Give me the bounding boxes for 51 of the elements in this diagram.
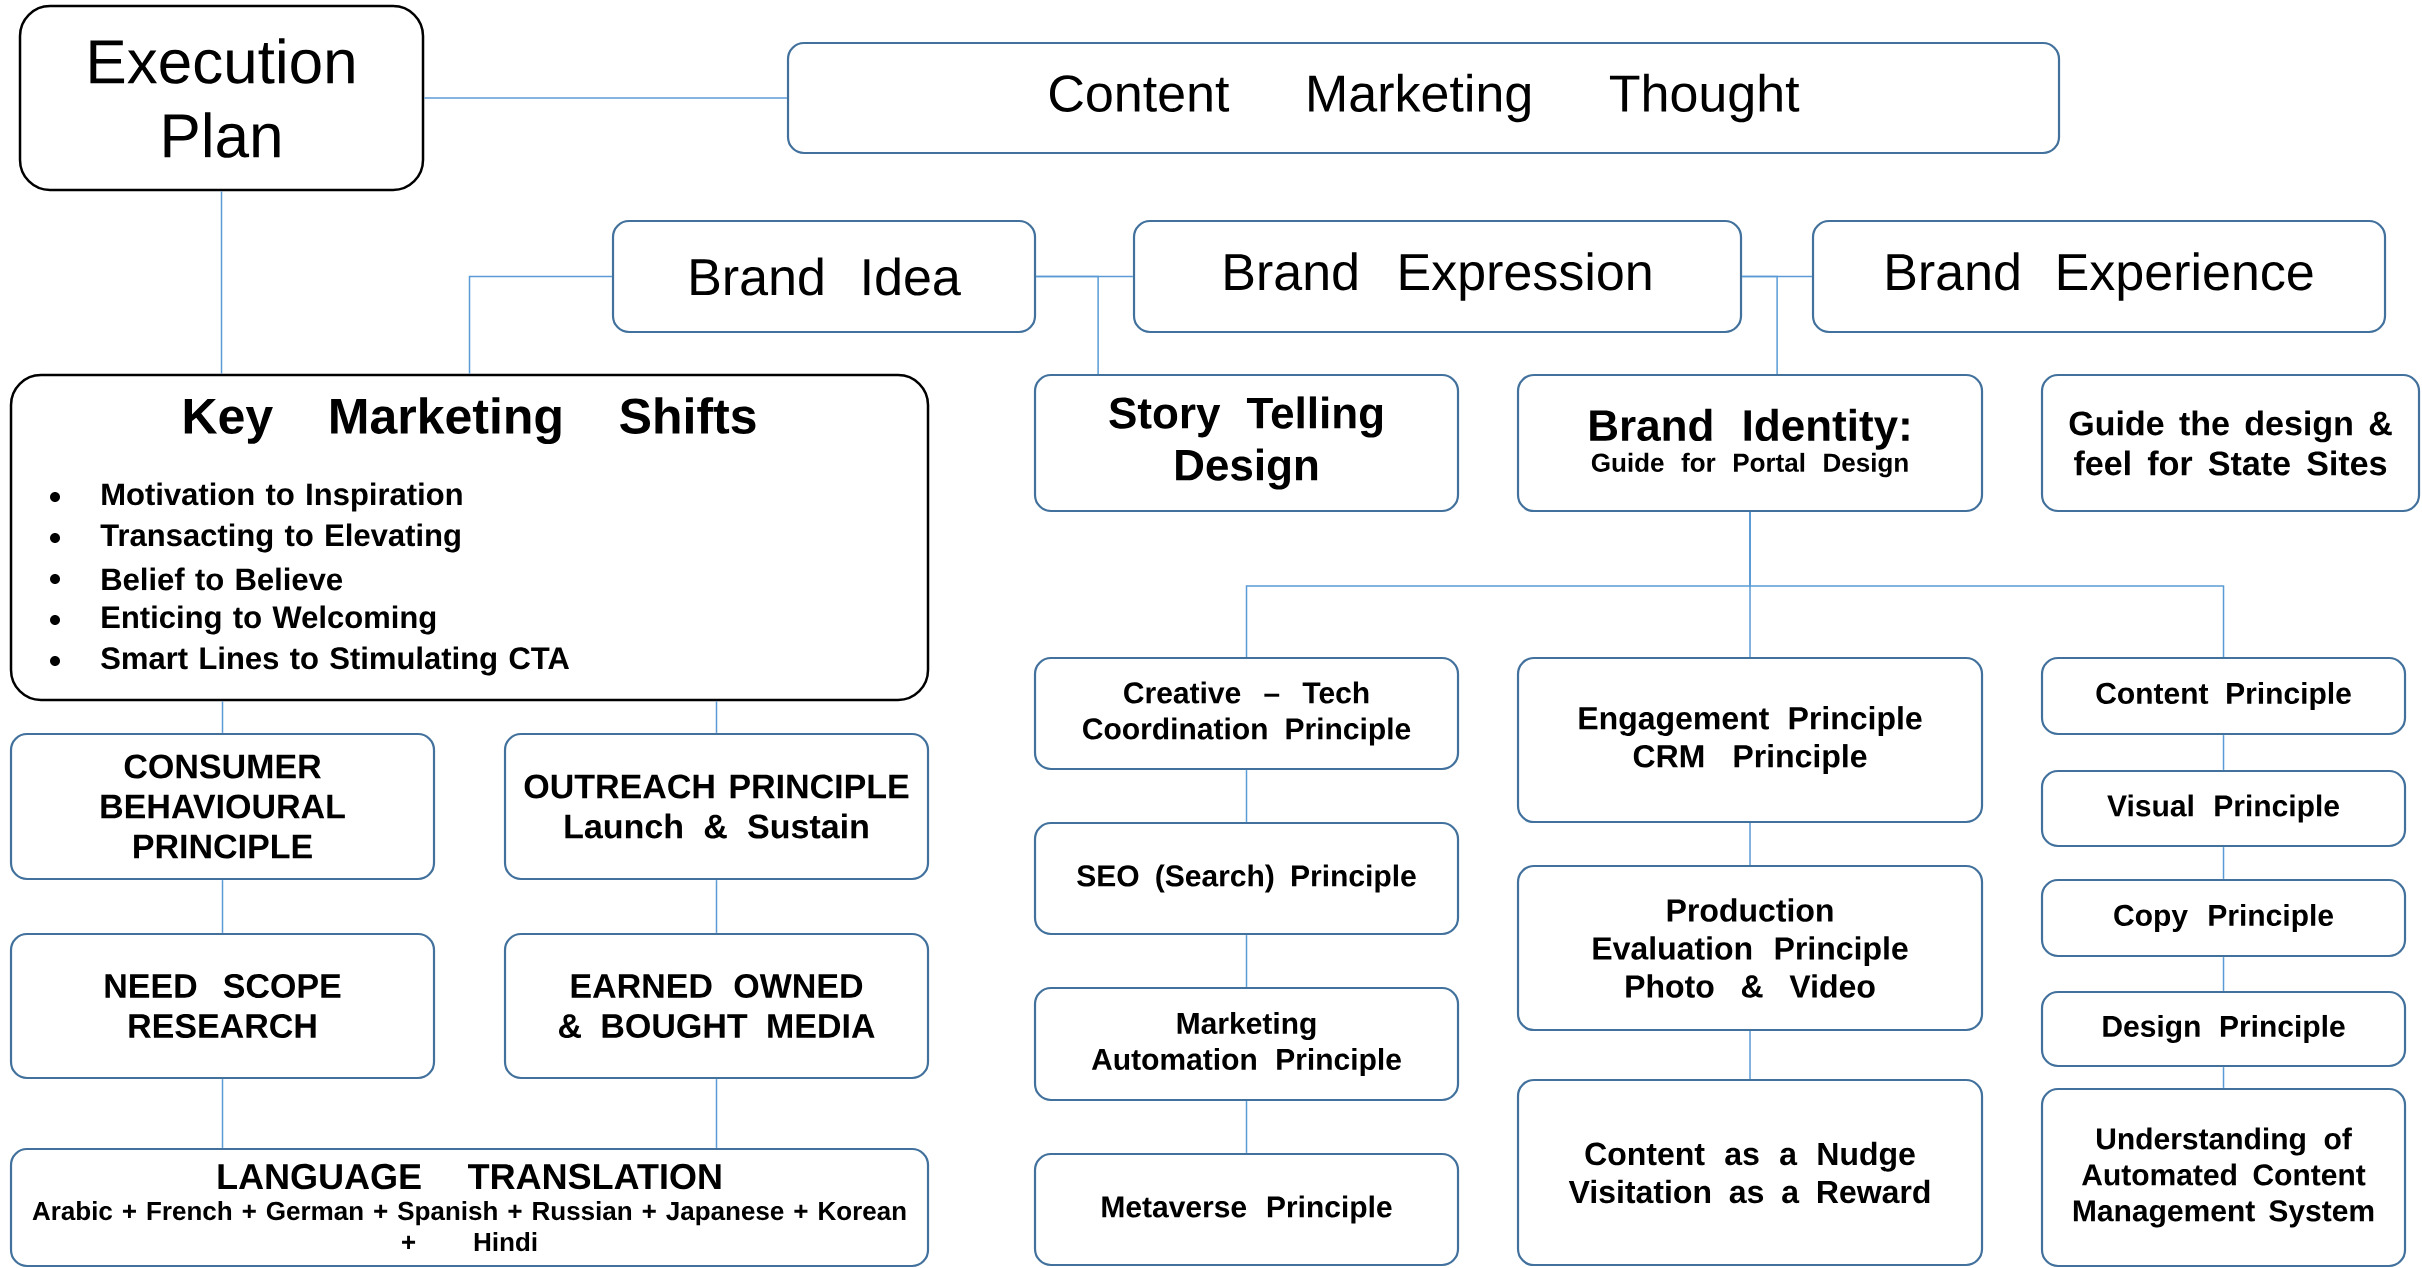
bullet-item: Motivation to Inspiration — [50, 482, 462, 512]
rounded-box: SEO (Search) Principle — [1033, 821, 1460, 936]
connector-line — [1245, 934, 1248, 988]
bullet-item: Belief to Believe — [50, 567, 343, 591]
connector-line — [2222, 734, 2225, 771]
rounded-box: Story Telling Design — [1033, 373, 1460, 513]
connector-line — [1245, 1100, 1248, 1154]
connector-line — [1749, 1030, 1751, 1080]
rounded-box: CONSUMER BEHAVIOURAL PRINCIPLE — [9, 732, 436, 881]
rounded-box: Guide the design & feel for State Sites — [2040, 373, 2421, 513]
connector-line — [715, 700, 718, 734]
connector-line — [221, 879, 224, 934]
connector-line — [1749, 822, 1751, 866]
rounded-box: LANGUAGE TRANSLATION Arabic + French + German + Spanish + Russian + Japanese + Korean + Hindi — [9, 1147, 930, 1268]
rounded-box: Brand Idea — [611, 219, 1037, 334]
rounded-box: Production Evaluation Principle Photo & Video — [1516, 864, 1984, 1032]
rounded-box: Marketing Automation Principle — [1033, 986, 1460, 1102]
bullet-item: Transacting to Elevating — [50, 523, 460, 553]
rounded-box: Content Marketing Thought — [786, 41, 2061, 155]
rounded-box: Content Principle — [2040, 656, 2407, 736]
rounded-box: Visual Principle — [2040, 769, 2407, 848]
rounded-box: Brand Expression — [1132, 219, 1743, 334]
connector-line — [1245, 769, 1248, 823]
connector-line — [221, 700, 224, 734]
rounded-box: Brand Identity: Guide for Portal Design — [1516, 373, 1984, 513]
rounded-box: Design Principle — [2040, 990, 2407, 1068]
connector-line — [2222, 846, 2225, 880]
connector-line — [423, 97, 788, 99]
bullet-item: Smart Lines to Stimulating CTA — [50, 646, 570, 676]
connector-line — [1749, 511, 2225, 658]
connector-line — [1741, 275, 1778, 375]
connector-line — [221, 1078, 224, 1149]
connector-line — [2222, 956, 2225, 992]
connector-line — [1035, 275, 1099, 375]
connector-line — [220, 190, 223, 375]
rounded-box: Execution Plan — [18, 4, 425, 192]
rounded-box: NEED SCOPE RESEARCH — [9, 932, 436, 1080]
rounded-box: Creative – Tech Coordination Principle — [1033, 656, 1460, 771]
rounded-box: Brand Experience — [1811, 219, 2387, 334]
rounded-box: EARNED OWNED & BOUGHT MEDIA — [503, 932, 930, 1080]
rounded-box: Engagement Principle CRM Principle — [1516, 656, 1984, 824]
connector-line — [2222, 1066, 2225, 1089]
connector-line — [715, 1078, 718, 1149]
rounded-box: Metaverse Principle — [1033, 1152, 1460, 1267]
rounded-box: Content as a Nudge Visitation as a Reward — [1516, 1078, 1984, 1267]
rounded-box: OUTREACH PRINCIPLE Launch & Sustain — [503, 732, 930, 881]
connector-line — [715, 879, 718, 934]
connector-line — [468, 275, 613, 375]
rounded-box: Copy Principle — [2040, 878, 2407, 958]
rounded-box: Understanding of Automated Content Management System — [2040, 1087, 2407, 1268]
bullet-item: Enticing to Welcoming — [50, 605, 436, 635]
